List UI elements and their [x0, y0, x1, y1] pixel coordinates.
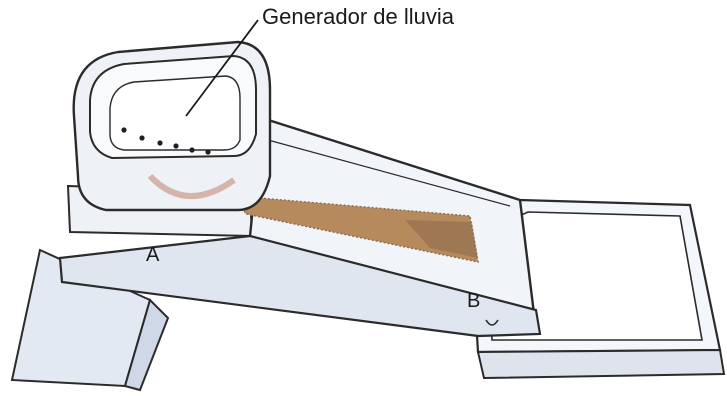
point-a-label: A — [146, 244, 159, 267]
point-b-label: B — [467, 290, 480, 313]
rain-generator-callout-label: Generador de lluvia — [262, 4, 454, 30]
rain-generator — [74, 42, 270, 210]
